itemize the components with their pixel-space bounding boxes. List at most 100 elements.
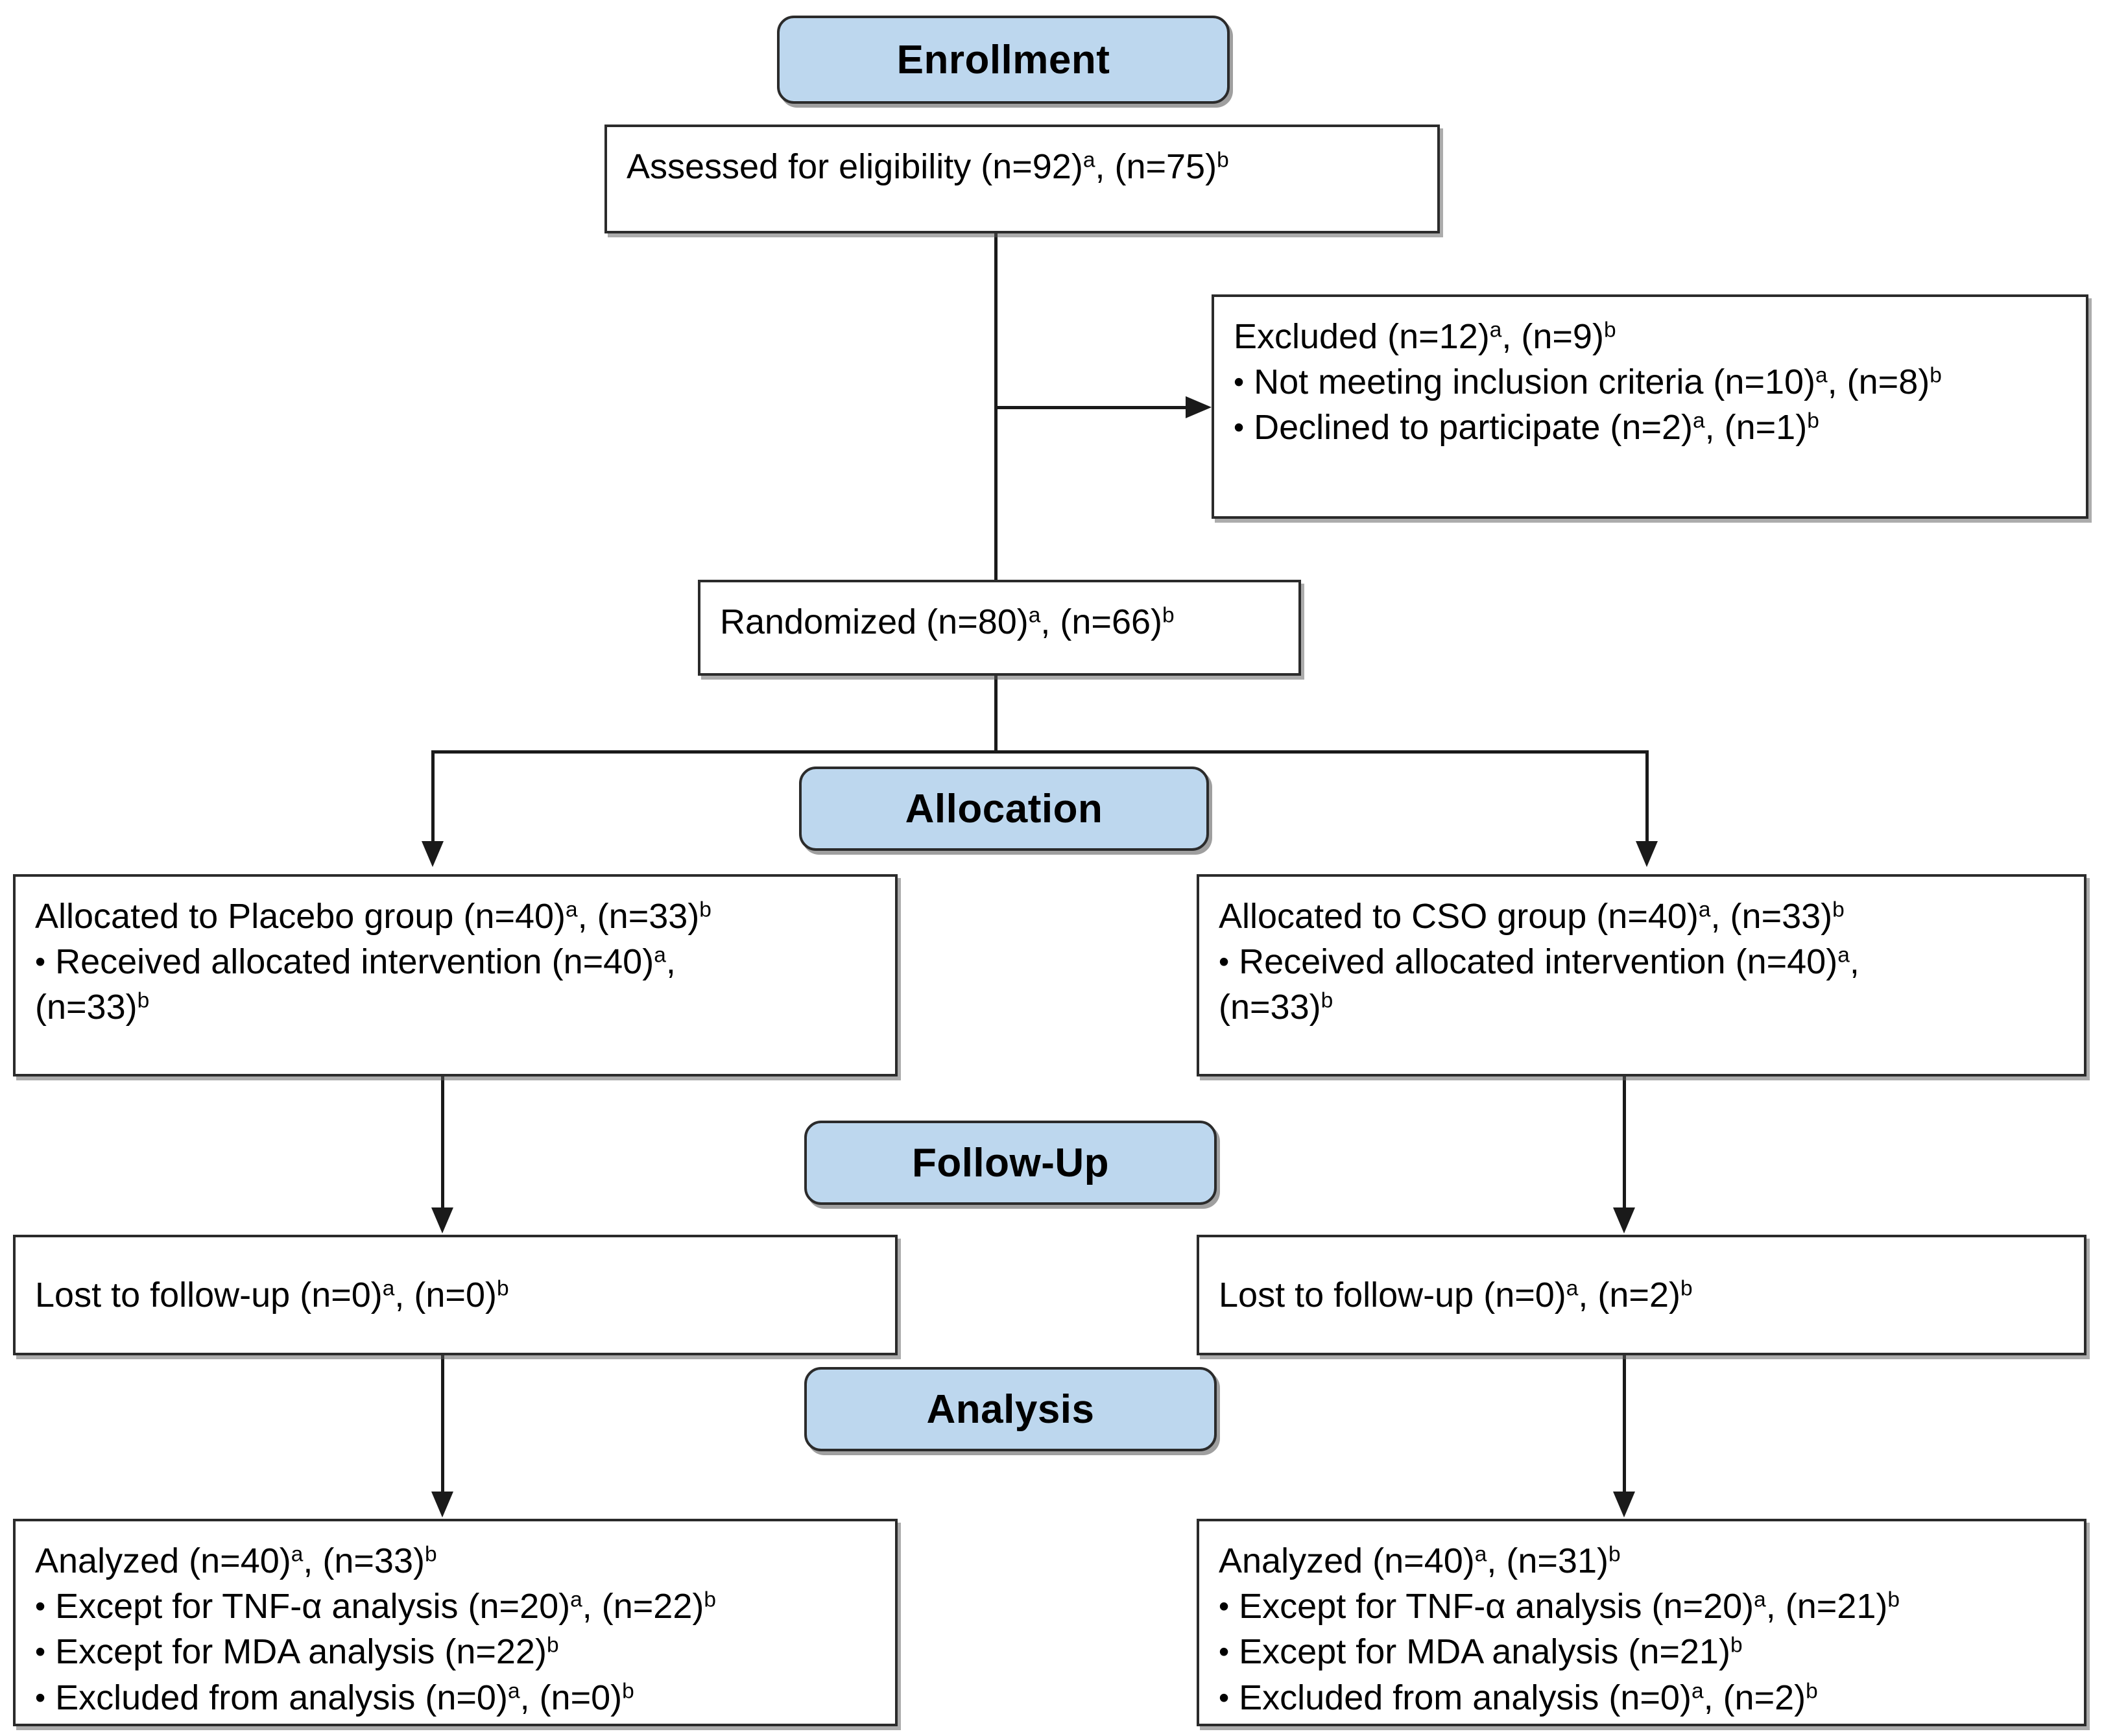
allocated-cso-heading-sup-a: a (1698, 898, 1711, 922)
allocated-cso-heading-sup-b: b (1832, 898, 1845, 922)
allocated-placebo-item-continuation: (n=33)b (35, 988, 149, 1027)
allocated-placebo-box: Allocated to Placebo group (n=40)a, (n=3… (13, 874, 898, 1076)
allocated-cso-item: • Received allocated intervention (n=40)… (1219, 939, 2064, 984)
analyzed-cso-item-sup-b: b (1806, 1679, 1818, 1704)
stage-header-analysis-label: Analysis (926, 1386, 1095, 1432)
lost-followup-right-second: , (n=2) (1578, 1275, 1680, 1314)
lost-followup-right-sup-a: a (1566, 1276, 1579, 1301)
assessed-for-eligibility-text: Assessed for eligibility (n=92)a, (n=75)… (627, 147, 1229, 186)
allocated-cso-item-sup-b: b (1321, 988, 1333, 1013)
connector-followup-right-to-analysis (1623, 1355, 1626, 1497)
stage-header-enrollment-label: Enrollment (896, 37, 1110, 82)
stage-header-enrollment: Enrollment (777, 16, 1230, 104)
analyzed-placebo-heading-mid: , (n=33) (303, 1541, 425, 1580)
allocated-cso-item-mid: , (1849, 942, 1859, 982)
analyzed-placebo-heading-main: Analyzed (n=40) (35, 1541, 291, 1580)
allocated-cso-heading-mid: , (n=33) (1710, 897, 1833, 936)
analyzed-cso-heading-mid: , (n=31) (1487, 1541, 1608, 1580)
analyzed-cso-item-mid: , (n=2) (1703, 1678, 1806, 1717)
allocated-cso-item-sup-a: a (1837, 943, 1850, 968)
bullet-icon: • (35, 1634, 46, 1669)
allocated-placebo-item-mid: , (665, 942, 676, 982)
lost-followup-left-main: Lost to follow-up (n=0) (35, 1275, 383, 1314)
stage-header-follow-up-label: Follow-Up (911, 1140, 1110, 1185)
analyzed-cso-heading-sup-a: a (1474, 1542, 1487, 1567)
excluded-heading-mid: , (n=9) (1501, 317, 1604, 356)
arrow-analysis-left-icon (431, 1492, 453, 1517)
assessed-text-main: Assessed for eligibility (n=92) (627, 147, 1083, 186)
arrow-analysis-right-icon (1613, 1492, 1635, 1517)
allocated-placebo-heading-sup-a: a (566, 898, 578, 922)
excluded-item-text: Declined to participate (n=2) (1254, 408, 1693, 447)
bullet-icon: • (1219, 1680, 1230, 1714)
arrow-allocation-left-icon (422, 841, 444, 867)
allocated-placebo-heading-main: Allocated to Placebo group (n=40) (35, 897, 566, 936)
stage-header-allocation: Allocation (799, 767, 1209, 851)
analyzed-cso-item: • Excluded from analysis (n=0)a, (n=2)b (1219, 1675, 2064, 1720)
analyzed-placebo-item-mid: , (n=22) (582, 1587, 704, 1626)
lost-to-followup-right-box: Lost to follow-up (n=0)a, (n=2)b (1197, 1235, 2086, 1355)
allocated-placebo-item-sup-b: b (137, 988, 150, 1013)
bullet-icon: • (35, 1589, 46, 1623)
bullet-icon: • (1219, 1634, 1230, 1669)
excluded-item-sup-b: b (1807, 409, 1819, 433)
analyzed-cso-box: Analyzed (n=40)a, (n=31)b • Except for T… (1197, 1519, 2086, 1726)
analyzed-cso-item: • Except for MDA analysis (n=21)b (1219, 1629, 2064, 1674)
lost-to-followup-left-text: Lost to follow-up (n=0)a, (n=0)b (35, 1272, 509, 1318)
bullet-icon: • (1219, 944, 1230, 979)
analyzed-placebo-item-sup-b: b (622, 1679, 634, 1704)
assessed-for-eligibility-box: Assessed for eligibility (n=92)a, (n=75)… (604, 125, 1440, 233)
analyzed-placebo-heading-sup-a: a (291, 1542, 304, 1567)
connector-alloc-right-to-followup (1623, 1076, 1626, 1213)
analyzed-placebo-item: • Except for TNF-α analysis (n=20)a, (n=… (35, 1584, 876, 1629)
randomized-box: Randomized (n=80)a, (n=66)b (698, 580, 1301, 676)
analyzed-cso-heading-sup-b: b (1608, 1542, 1621, 1567)
connector-alloc-left-to-followup (441, 1076, 444, 1213)
randomized-sup-a: a (1028, 603, 1041, 628)
excluded-item-sup-a: a (1693, 409, 1705, 433)
allocated-placebo-item: • Received allocated intervention (n=40)… (35, 939, 876, 984)
analyzed-placebo-item-sup-b: b (704, 1587, 716, 1612)
excluded-item-sup-b: b (1930, 363, 1942, 388)
lost-to-followup-left-box: Lost to follow-up (n=0)a, (n=0)b (13, 1235, 898, 1355)
excluded-item-mid: , (n=8) (1827, 363, 1930, 402)
excluded-item: • Not meeting inclusion criteria (n=10)a… (1234, 359, 2066, 405)
lost-followup-right-main: Lost to follow-up (n=0) (1219, 1275, 1566, 1314)
assessed-sup-a: a (1082, 148, 1095, 172)
excluded-item-mid: , (n=1) (1704, 408, 1808, 447)
analyzed-placebo-item-text: Except for TNF-α analysis (n=20) (55, 1587, 571, 1626)
arrow-allocation-right-icon (1636, 841, 1658, 867)
analyzed-placebo-item: • Except for MDA analysis (n=22)b (35, 1629, 876, 1674)
excluded-box: Excluded (n=12)a, (n=9)b • Not meeting i… (1212, 294, 2088, 519)
analyzed-placebo-item: • Excluded from analysis (n=0)a, (n=0)b (35, 1675, 876, 1720)
analyzed-cso-item-sup-a: a (1754, 1587, 1766, 1612)
stage-header-analysis: Analysis (804, 1367, 1217, 1451)
connector-to-excluded (994, 406, 1189, 409)
connector-followup-left-to-analysis (441, 1355, 444, 1497)
allocated-placebo-heading-sup-b: b (699, 898, 711, 922)
connector-allocation-right-leg (1645, 750, 1649, 846)
lost-followup-left-sup-a: a (382, 1276, 395, 1301)
allocated-cso-item-continuation: (n=33)b (1219, 988, 1333, 1027)
bullet-icon: • (35, 1680, 46, 1714)
analyzed-placebo-heading: Analyzed (n=40)a, (n=33)b (35, 1541, 437, 1580)
allocated-cso-box: Allocated to CSO group (n=40)a, (n=33)b … (1197, 874, 2086, 1076)
allocated-placebo-item-wrap: (n=33) (35, 988, 137, 1027)
analyzed-cso-item-text: Excluded from analysis (n=0) (1239, 1678, 1692, 1717)
analyzed-cso-item-mid: , (n=21) (1765, 1587, 1888, 1626)
analyzed-cso-item-sup-a: a (1691, 1679, 1704, 1704)
arrow-to-excluded-icon (1186, 396, 1212, 418)
excluded-heading: Excluded (n=12)a, (n=9)b (1234, 317, 1616, 356)
connector-allocation-left-leg (431, 750, 435, 846)
analyzed-placebo-box: Analyzed (n=40)a, (n=33)b • Except for T… (13, 1519, 898, 1726)
bullet-icon: • (1234, 364, 1245, 399)
allocated-placebo-heading: Allocated to Placebo group (n=40)a, (n=3… (35, 897, 711, 936)
analyzed-placebo-heading-sup-b: b (424, 1542, 437, 1567)
excluded-heading-sup-b: b (1603, 318, 1616, 342)
excluded-item-sup-a: a (1815, 363, 1828, 388)
allocated-cso-heading-main: Allocated to CSO group (n=40) (1219, 897, 1699, 936)
analyzed-cso-item-text: Except for TNF-α analysis (n=20) (1239, 1587, 1754, 1626)
allocated-cso-item-text: Received allocated intervention (n=40) (1239, 942, 1838, 982)
bullet-icon: • (1219, 1589, 1230, 1623)
